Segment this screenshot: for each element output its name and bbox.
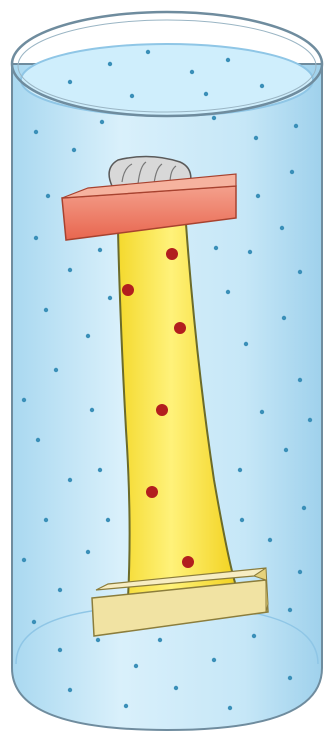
large-particle [146,486,158,498]
small-particle [68,268,72,272]
small-particle [214,246,218,250]
small-particle [190,70,194,74]
small-particle [204,92,208,96]
small-particle [44,308,48,312]
small-particle [256,194,260,198]
small-particle [226,58,230,62]
small-particle [86,550,90,554]
small-particle [158,638,162,642]
small-particle [96,638,100,642]
small-particle [268,538,272,542]
small-particle [106,518,110,522]
small-particle [302,506,306,510]
small-particle [54,368,58,372]
small-particle [130,94,134,98]
small-particle [90,408,94,412]
small-particle [308,418,312,422]
small-particle [98,248,102,252]
small-particle [248,250,252,254]
small-particle [284,448,288,452]
large-particle [156,404,168,416]
small-particle [46,194,50,198]
small-particle [98,468,102,472]
small-particle [34,130,38,134]
large-particle [182,556,194,568]
small-particle [32,620,36,624]
small-particle [124,704,128,708]
small-particle [100,120,104,124]
small-particle [290,170,294,174]
water-surface [21,44,313,116]
small-particle [298,378,302,382]
small-particle [280,226,284,230]
small-particle [134,664,138,668]
small-particle [22,398,26,402]
small-particle [108,62,112,66]
small-particle [244,342,248,346]
small-particle [226,290,230,294]
small-particle [298,570,302,574]
small-particle [68,478,72,482]
small-particle [212,116,216,120]
small-particle [22,558,26,562]
small-particle [288,676,292,680]
small-particle [34,236,38,240]
small-particle [260,410,264,414]
small-particle [44,518,48,522]
small-particle [254,136,258,140]
small-particle [252,634,256,638]
small-particle [36,438,40,442]
small-particle [72,148,76,152]
large-particle [174,322,186,334]
large-particle [166,248,178,260]
small-particle [108,296,112,300]
small-particle [86,334,90,338]
small-particle [58,648,62,652]
small-particle [260,84,264,88]
small-particle [288,608,292,612]
small-particle [282,316,286,320]
small-particle [240,518,244,522]
large-particle [122,284,134,296]
small-particle [174,686,178,690]
small-particle [68,688,72,692]
small-particle [298,270,302,274]
small-particle [238,468,242,472]
small-particle [58,588,62,592]
small-particle [228,706,232,710]
small-particle [212,658,216,662]
small-particle [294,124,298,128]
small-particle [146,50,150,54]
small-particle [68,80,72,84]
